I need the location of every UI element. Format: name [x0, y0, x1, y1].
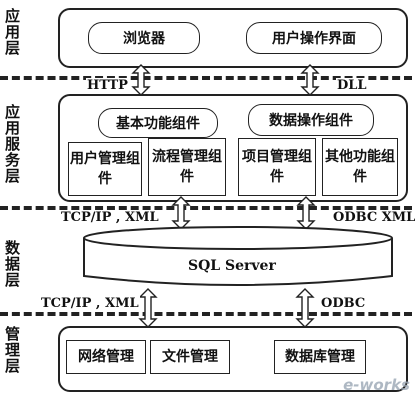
layer-label-service: 应用服务层	[3, 104, 21, 184]
watermark-logo: e-works	[343, 376, 410, 394]
other-components-box: 其他功能组件	[322, 138, 398, 196]
browser-box: 浏览器	[88, 22, 200, 54]
data-operation-components-box: 数据操作组件	[248, 104, 374, 136]
double-arrow-http	[131, 64, 151, 96]
network-management-box: 网络管理	[66, 340, 146, 374]
layer-label-manage: 管理层	[3, 326, 21, 374]
double-arrow-dll	[300, 64, 320, 96]
separator-app-service	[0, 76, 412, 80]
database-management-box: 数据库管理	[274, 340, 366, 374]
double-arrow-tcp-xml-bottom	[138, 288, 158, 328]
layer-label-data: 数据层	[3, 240, 21, 288]
file-management-box: 文件管理	[150, 340, 230, 374]
separator-service-data	[0, 206, 412, 210]
layer-label-app: 应用层	[3, 8, 21, 56]
protocol-tcp-xml-bottom: TCP/IP , XML	[40, 296, 140, 311]
project-management-box: 项目管理组件	[238, 138, 316, 196]
protocol-dll: DLL	[336, 78, 368, 93]
double-arrow-odbc	[295, 288, 315, 328]
protocol-http: HTTP	[86, 78, 129, 93]
protocol-tcp-xml-top: TCP/IP , XML	[60, 210, 160, 225]
protocol-odbc-xml: ODBC XML	[332, 210, 417, 225]
basic-components-box: 基本功能组件	[98, 108, 218, 138]
protocol-odbc: ODBC	[320, 296, 367, 311]
separator-data-manage	[0, 312, 412, 316]
database-cylinder	[83, 226, 393, 286]
database-label: SQL Server	[188, 258, 276, 274]
user-management-box: 用户管理组件	[68, 142, 142, 196]
ui-box: 用户操作界面	[246, 22, 382, 54]
flow-management-box: 流程管理组件	[148, 138, 226, 196]
